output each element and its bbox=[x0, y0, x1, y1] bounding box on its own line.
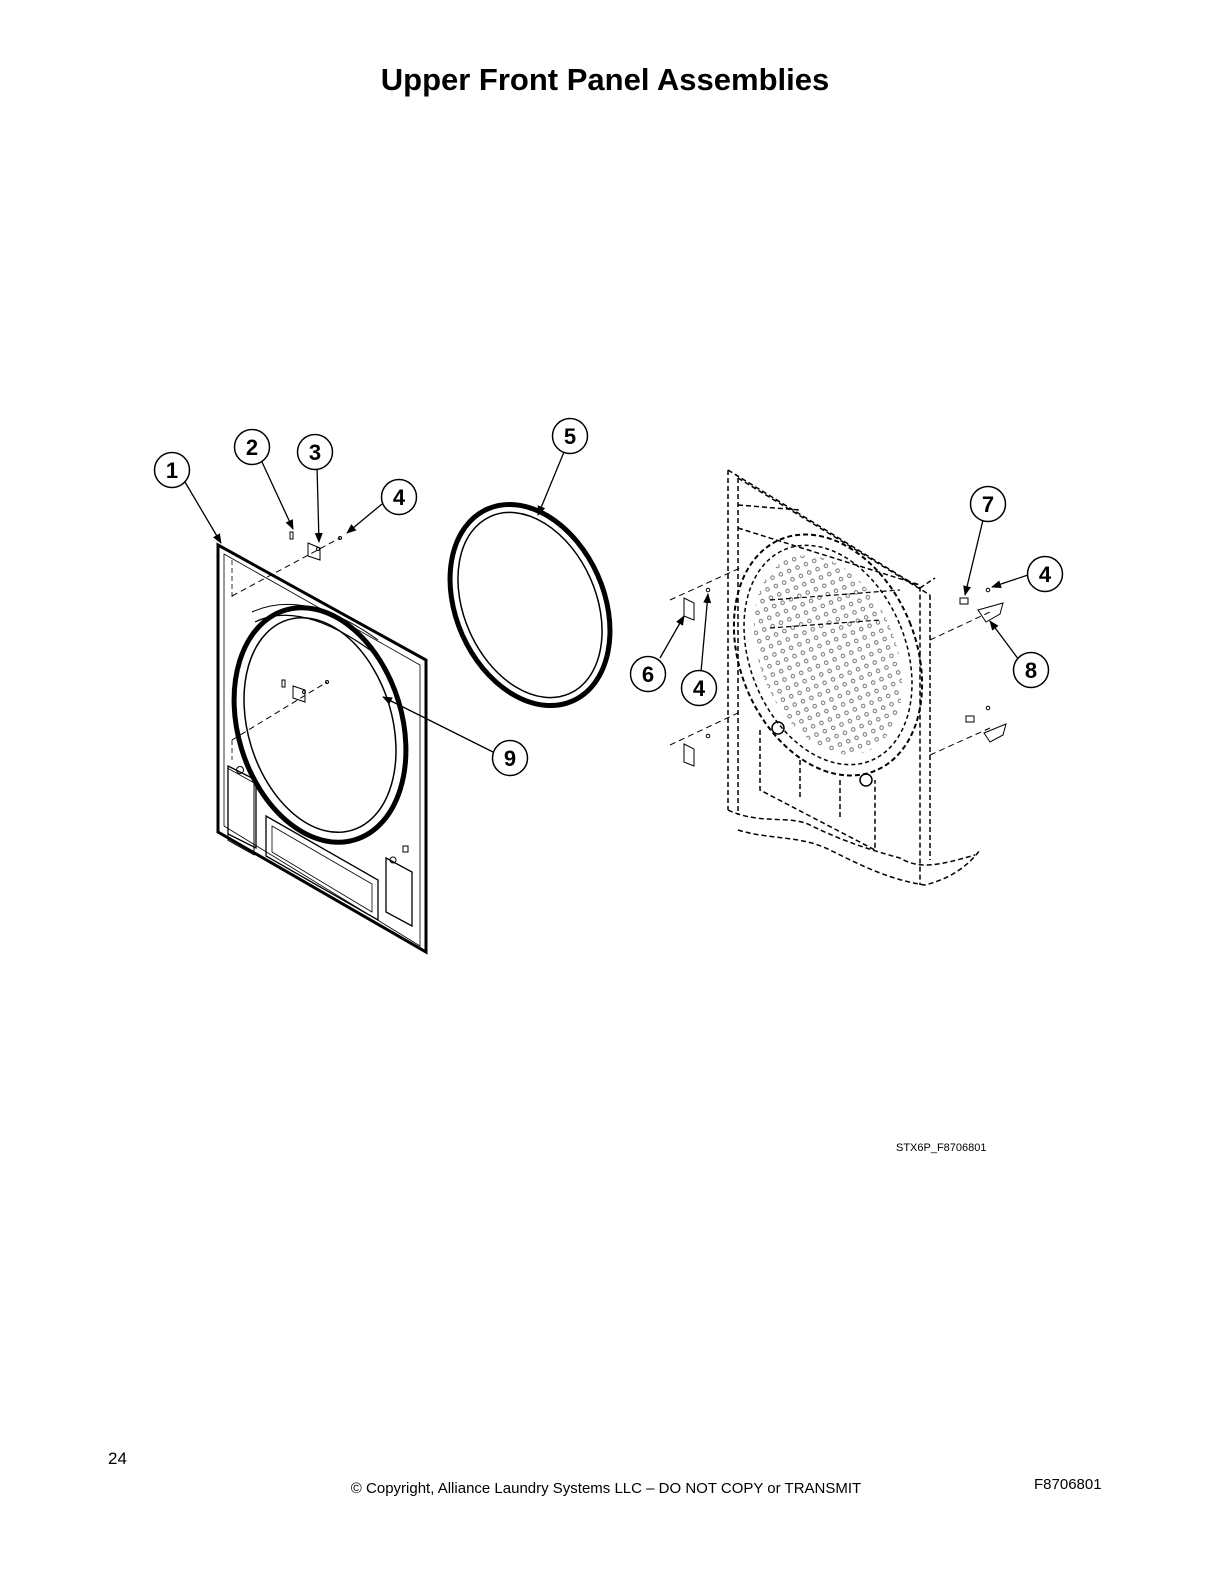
callout-label: 5 bbox=[564, 424, 576, 449]
door-gasket bbox=[447, 501, 613, 709]
callout-5: 5 bbox=[551, 417, 589, 455]
callout-8: 8 bbox=[1012, 651, 1050, 689]
callout-label: 3 bbox=[309, 440, 321, 465]
callout-label: 4 bbox=[693, 676, 706, 701]
front-panel bbox=[216, 531, 428, 955]
callout-6: 6 bbox=[629, 655, 667, 693]
callout-1: 1 bbox=[153, 451, 191, 489]
copyright-notice: © Copyright, Alliance Laundry Systems LL… bbox=[350, 1480, 862, 1497]
callout-4-middle: 4 bbox=[680, 669, 718, 707]
callout-label: 2 bbox=[246, 435, 258, 460]
callout-9: 9 bbox=[491, 739, 529, 777]
callout-label: 7 bbox=[982, 492, 994, 517]
callout-label: 6 bbox=[642, 662, 654, 687]
callout-leaders bbox=[184, 451, 1029, 753]
callout-2: 2 bbox=[233, 428, 271, 466]
figure-id: STX6P_F8706801 bbox=[896, 1142, 987, 1154]
document-number: F8706801 bbox=[1034, 1476, 1102, 1493]
page-number: 24 bbox=[108, 1449, 127, 1468]
callout-label: 9 bbox=[504, 746, 516, 771]
callout-3: 3 bbox=[296, 433, 334, 471]
callout-label: 1 bbox=[166, 458, 178, 483]
callout-7: 7 bbox=[969, 485, 1007, 523]
page-title: Upper Front Panel Assemblies bbox=[380, 62, 830, 97]
callout-label: 8 bbox=[1025, 658, 1037, 683]
callout-4-right: 4 bbox=[1026, 555, 1064, 593]
cabinet-brackets-left bbox=[669, 567, 741, 767]
callout-label: 4 bbox=[393, 485, 406, 510]
callout-4: 4 bbox=[380, 478, 418, 516]
callout-label: 4 bbox=[1039, 562, 1052, 587]
cabinet-latches-right bbox=[929, 587, 1007, 756]
dryer-drum bbox=[732, 533, 924, 787]
dryer-cabinet bbox=[727, 469, 981, 886]
